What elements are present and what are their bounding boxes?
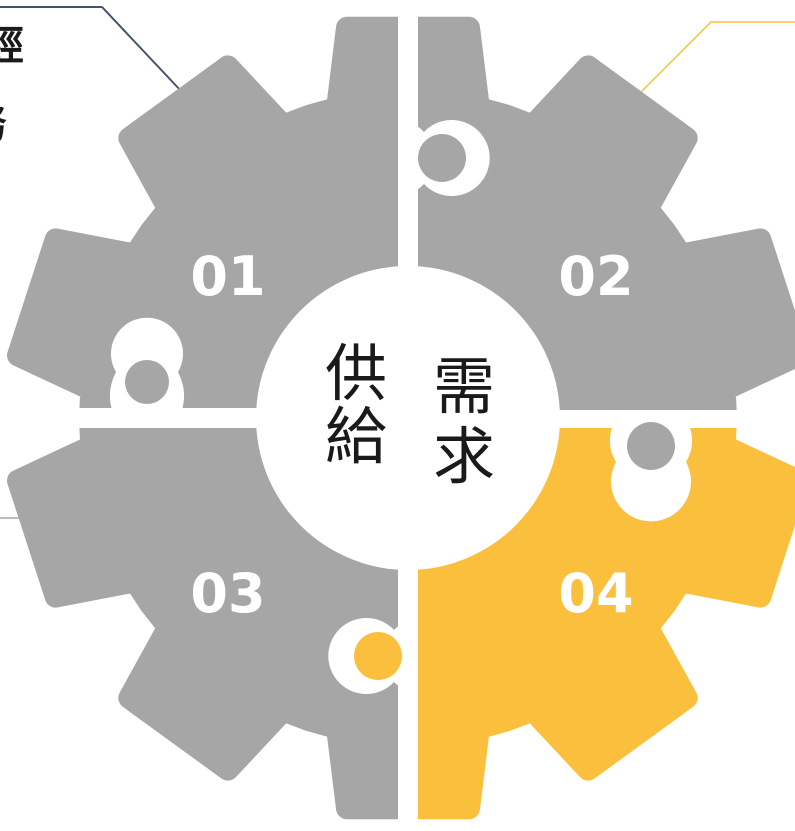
segment-label-01: 01 (190, 245, 265, 308)
puzzle-knob-bottom (328, 618, 418, 694)
partial-text-upper: 經 (0, 23, 24, 69)
segment-label-04: 04 (558, 562, 633, 625)
segment-label-02: 02 (558, 245, 633, 308)
segment-label-03: 03 (190, 562, 265, 625)
center-hub (256, 266, 560, 570)
center-text-demand-char-2: 求 (433, 420, 495, 493)
center-text-demand-char-1: 需 (433, 350, 495, 423)
puzzle-knob-top (400, 120, 490, 197)
callout-line-02 (640, 21, 795, 93)
partial-text-lower: 務 (0, 104, 6, 144)
puzzle-knob-right (609, 422, 693, 522)
center-text-supply-char-1: 供 (325, 337, 387, 410)
callout-line-01 (0, 6, 183, 93)
center-text-supply-char-2: 給 (325, 400, 387, 473)
puzzle-knob-left (109, 317, 185, 410)
